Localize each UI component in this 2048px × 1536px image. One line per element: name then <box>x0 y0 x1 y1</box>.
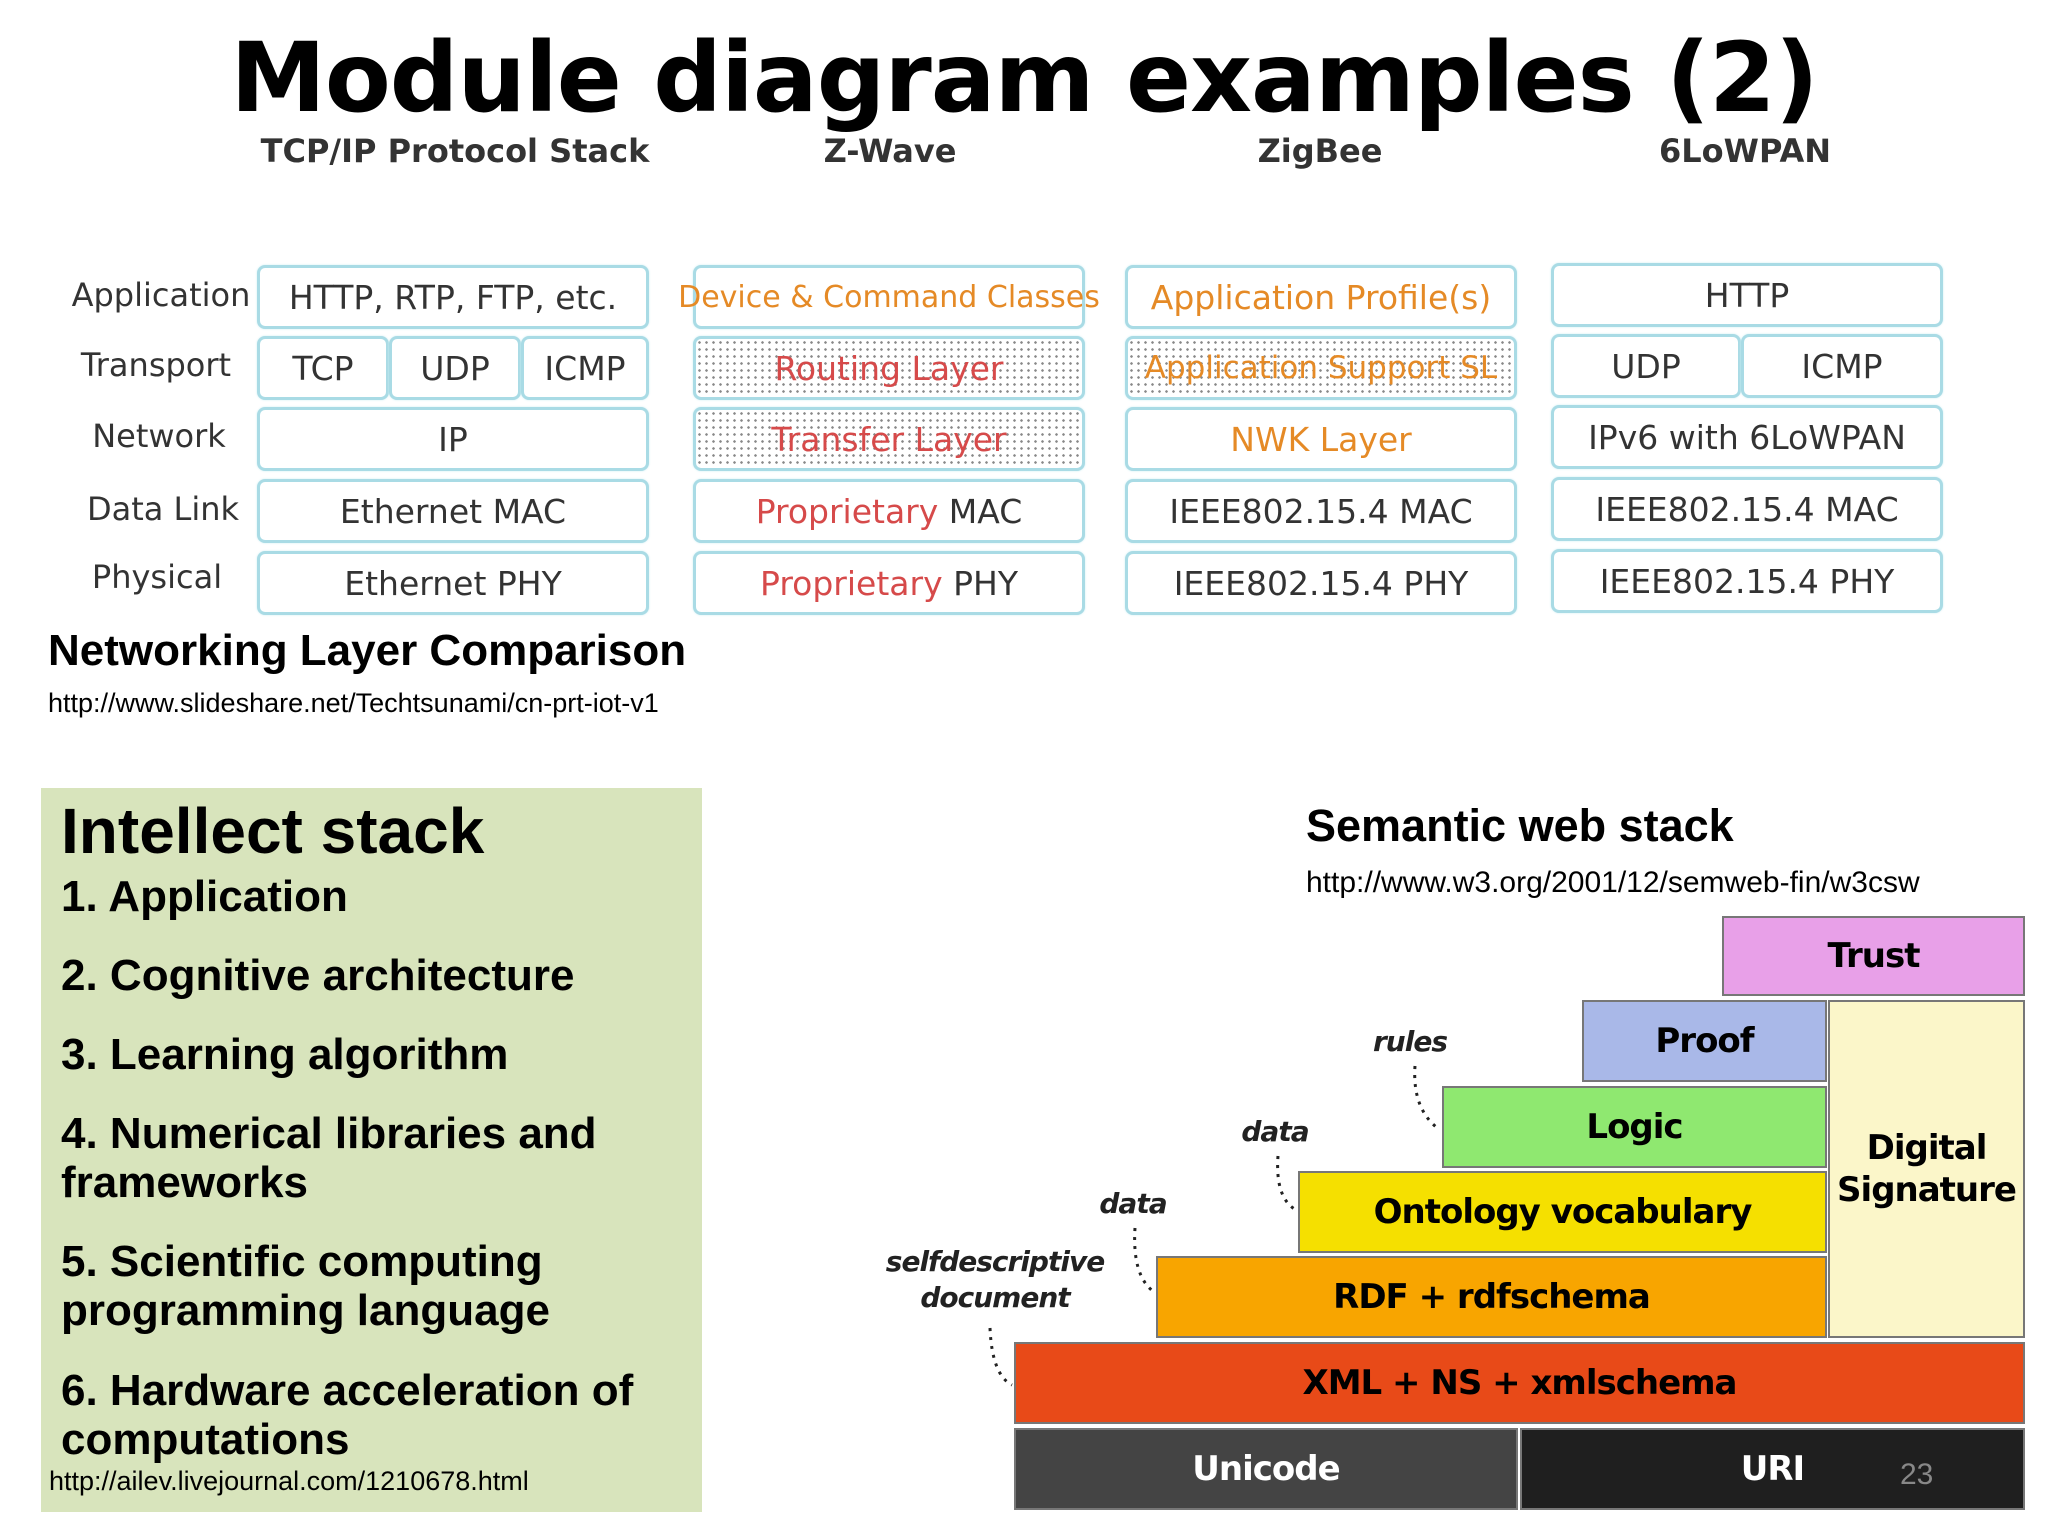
sixlowpan-application-box: HTTP <box>1551 263 1943 327</box>
xml-layer: XML + NS + xmlschema <box>1014 1342 2025 1424</box>
rules-note: rules <box>1373 1025 1448 1058</box>
zwave-transport-box: Routing Layer <box>693 336 1085 400</box>
column-header-tcpip: TCP/IP Protocol Stack <box>260 132 650 170</box>
data-note-lower: data <box>1099 1187 1167 1220</box>
row-label-datalink: Data Link <box>86 490 240 528</box>
selfdescriptive-connector <box>988 1327 1013 1387</box>
slide-title: Module diagram examples (2) <box>230 22 1818 134</box>
zwave-physical-box: Proprietary PHY <box>693 551 1085 615</box>
zwave-physical-prefix: Proprietary <box>760 563 943 603</box>
row-label-application: Application <box>71 276 251 314</box>
sixlowpan-udp-box: UDP <box>1551 334 1741 398</box>
logic-layer: Logic <box>1442 1086 1827 1168</box>
zwave-application-box: Device & Command Classes <box>678 265 1100 329</box>
tcpip-udp-box: UDP <box>389 336 521 400</box>
data-lower-connector <box>1133 1227 1155 1294</box>
proof-layer: Proof <box>1582 1000 1827 1082</box>
semantic-web-title: Semantic web stack <box>1306 800 1734 851</box>
zwave-datalink-box: Proprietary MAC <box>693 479 1085 543</box>
row-label-transport: Transport <box>80 346 232 384</box>
zwave-physical-suffix: PHY <box>953 563 1018 603</box>
column-header-zigbee: ZigBee <box>1257 132 1383 170</box>
trust-layer: Trust <box>1722 916 2025 996</box>
tcpip-physical-box: Ethernet PHY <box>257 551 649 615</box>
column-header-zwave: Z-Wave <box>823 132 957 170</box>
tcpip-icmp-box: ICMP <box>521 336 649 400</box>
ontology-layer: Ontology vocabulary <box>1298 1171 1827 1253</box>
rules-connector <box>1413 1065 1441 1132</box>
networking-source-link[interactable]: http://www.slideshare.net/Techtsunami/cn… <box>48 688 659 718</box>
zwave-datalink-prefix: Proprietary <box>755 491 939 531</box>
intellect-stack-panel: Intellect stack 1. Application 2. Cognit… <box>41 788 702 1512</box>
zigbee-datalink-box: IEEE802.15.4 MAC <box>1125 479 1517 543</box>
page-number: 23 <box>1900 1458 1934 1491</box>
intellect-item: 4. Numerical libraries and frameworks <box>61 1109 597 1207</box>
zigbee-application-box: Application Profile(s) <box>1125 265 1517 329</box>
tcpip-tcp-box: TCP <box>257 336 389 400</box>
zwave-network-box: Transfer Layer <box>693 407 1085 471</box>
sixlowpan-icmp-box: ICMP <box>1741 334 1943 398</box>
data-note-upper: data <box>1241 1115 1309 1148</box>
tcpip-network-box: IP <box>257 407 649 471</box>
row-label-physical: Physical <box>91 558 223 596</box>
intellect-source-link[interactable]: http://ailev.livejournal.com/1210678.htm… <box>49 1466 529 1496</box>
column-header-6lowpan: 6LoWPAN <box>1659 132 1831 170</box>
zigbee-network-box: NWK Layer <box>1125 407 1517 471</box>
unicode-layer: Unicode <box>1014 1428 1518 1510</box>
networking-caption: Networking Layer Comparison <box>48 626 687 675</box>
intellect-item: 5. Scientific computing programming lang… <box>61 1237 550 1335</box>
intellect-item: 6. Hardware acceleration of computations <box>61 1366 634 1464</box>
selfdescriptive-note: selfdescriptive document <box>885 1245 1105 1314</box>
sixlowpan-datalink-box: IEEE802.15.4 MAC <box>1551 477 1943 541</box>
data-upper-connector <box>1276 1155 1297 1212</box>
digital-signature-layer: Digital Signature <box>1828 1000 2025 1338</box>
intellect-item: 2. Cognitive architecture <box>61 951 575 1000</box>
tcpip-datalink-box: Ethernet MAC <box>257 479 649 543</box>
intellect-item: 3. Learning algorithm <box>61 1030 509 1079</box>
sixlowpan-physical-box: IEEE802.15.4 PHY <box>1551 549 1943 613</box>
semantic-web-source-link[interactable]: http://www.w3.org/2001/12/semweb-fin/w3c… <box>1306 866 1920 899</box>
zigbee-transport-box: Application Support SL <box>1125 336 1517 400</box>
intellect-stack-title: Intellect stack <box>61 795 485 867</box>
tcpip-application-box: HTTP, RTP, FTP, etc. <box>257 265 649 329</box>
uri-layer: URI <box>1520 1428 2025 1510</box>
zwave-datalink-suffix: MAC <box>948 491 1023 531</box>
rdf-layer: RDF + rdfschema <box>1156 1256 1827 1338</box>
row-label-network: Network <box>92 417 226 455</box>
sixlowpan-network-box: IPv6 with 6LoWPAN <box>1551 405 1943 469</box>
intellect-item: 1. Application <box>61 872 348 921</box>
zigbee-physical-box: IEEE802.15.4 PHY <box>1125 551 1517 615</box>
